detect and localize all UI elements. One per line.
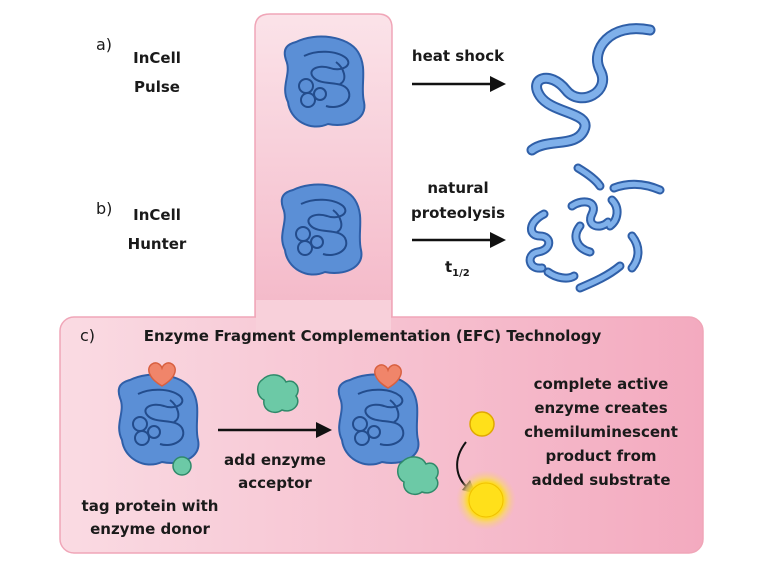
panel-a-letter: a) (96, 35, 113, 54)
protein-complex (337, 373, 420, 466)
panel-b-title-line1: InCell (133, 206, 181, 224)
panel-a-title-line1: InCell (133, 49, 181, 67)
panel-c-title: Enzyme Fragment Complementation (EFC) Te… (143, 327, 602, 345)
add-acceptor-line1: add enzyme (224, 451, 326, 469)
half-life-label: t1/2 (445, 258, 470, 279)
substrate-icon (469, 411, 495, 437)
add-acceptor-line2: acceptor (238, 474, 312, 492)
tag-protein-line2: enzyme donor (90, 520, 210, 538)
result-line-3: chemiluminescent (524, 423, 678, 441)
tag-protein-line1: tag protein with (81, 497, 219, 515)
protein-folded-b (280, 183, 363, 276)
result-line-5: added substrate (531, 471, 671, 489)
result-line-4: product from (545, 447, 657, 465)
panel-c-letter: c) (80, 326, 96, 345)
protein-fragments (525, 163, 665, 293)
enzyme-acceptor-icon (257, 374, 299, 414)
protein-folded-a (283, 35, 366, 128)
enzyme-donor-icon (172, 456, 192, 476)
protein-tagged (117, 373, 200, 466)
protein-unfolded (526, 23, 656, 156)
complemented-enzyme-icon (397, 456, 439, 496)
arrow-add-acceptor (218, 422, 332, 438)
arrow-heat-shock (412, 76, 506, 92)
panel-a-title-line2: Pulse (134, 78, 180, 96)
heat-shock-label: heat shock (411, 47, 505, 65)
panel-b-title-line2: Hunter (127, 235, 187, 253)
proteolysis-label-line1: natural (427, 179, 489, 197)
result-line-1: complete active (533, 375, 669, 393)
result-line-2: enzyme creates (534, 399, 668, 417)
arrow-proteolysis (412, 232, 506, 248)
proteolysis-label-line2: proteolysis (410, 204, 505, 222)
panel-b-letter: b) (96, 199, 113, 218)
